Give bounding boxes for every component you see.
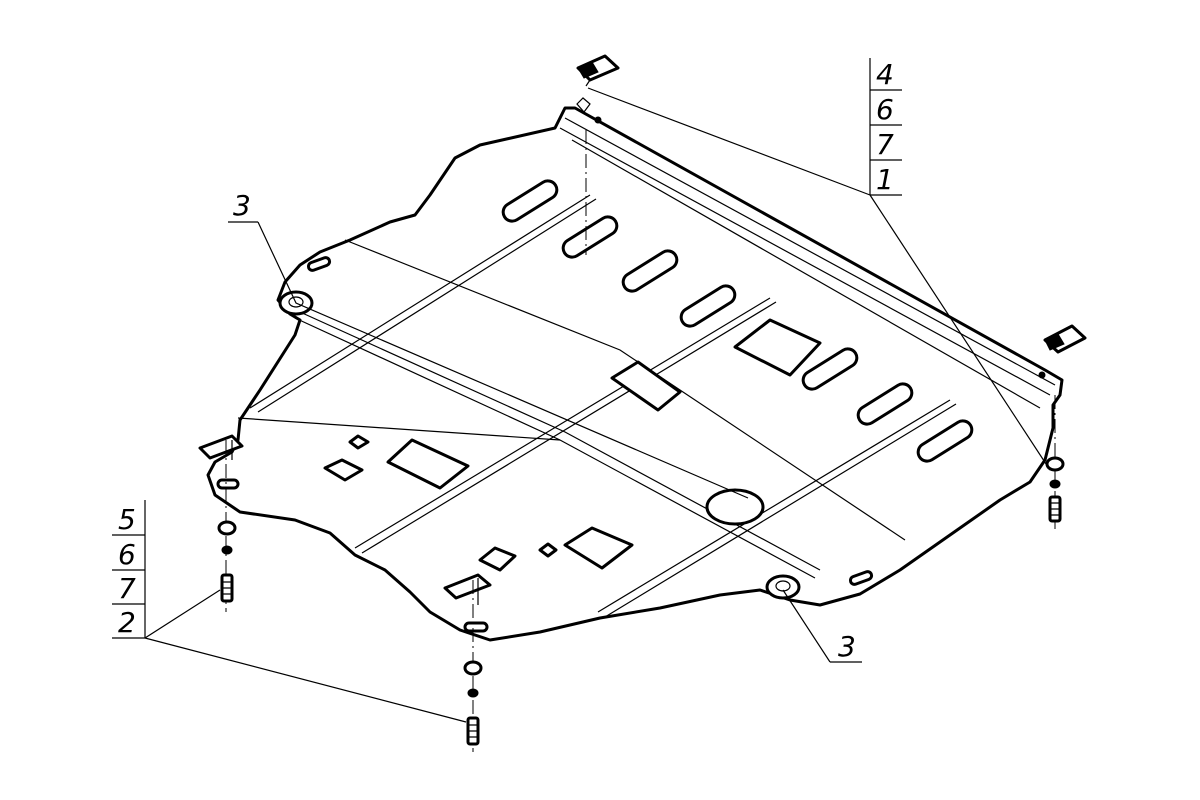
drain-hole	[705, 488, 765, 526]
small-square-b	[478, 546, 517, 572]
rear-flange-line-3	[571, 139, 1041, 409]
slot-7	[916, 419, 974, 463]
callout-lower-right: 3	[830, 630, 862, 663]
callout-label: 7	[118, 572, 136, 605]
rear-hole-left	[594, 116, 602, 124]
skid-plate	[206, 106, 1064, 642]
rib-3b	[604, 403, 957, 618]
square-cutout-rear	[733, 318, 822, 377]
rear-hole-right	[1038, 371, 1046, 379]
rear-clip-right	[1043, 324, 1087, 354]
nut-icon	[467, 688, 479, 698]
rib-2b	[361, 301, 777, 554]
slot-5	[801, 347, 859, 391]
nut-icon	[1049, 479, 1061, 489]
slot-6	[856, 382, 914, 426]
callout-label: 5	[118, 503, 136, 536]
tiny-square-a	[348, 434, 370, 450]
fold-line-middle-a	[294, 317, 816, 579]
slot-4	[679, 284, 737, 328]
rib-2a	[354, 297, 771, 549]
leader-top-right-to-fastener	[869, 194, 1051, 471]
rear-clip-left	[576, 54, 620, 113]
washer-icon	[1045, 456, 1065, 472]
callout-stack-top-right: 4 6 7 1	[869, 58, 902, 196]
washer-icon	[463, 660, 483, 676]
callout-label: 3	[233, 189, 251, 222]
leader-top-right-to-clip	[587, 87, 871, 196]
rear-flange-line-1	[559, 127, 1051, 396]
leader-left-stack-to-bolt1	[144, 589, 221, 639]
front-bracket-center	[443, 573, 492, 605]
edge-slot-front	[463, 621, 489, 633]
callout-upper-left: 3	[228, 189, 258, 223]
leader-upper-left-3	[257, 221, 749, 499]
leader-lines	[144, 87, 1051, 723]
fastener-stack-right	[1045, 456, 1065, 523]
callout-label: 4	[876, 58, 894, 91]
edge-slot-front-left	[216, 478, 240, 490]
rib-3a	[597, 399, 951, 613]
rib-1a	[249, 194, 591, 409]
rear-flange-line-2	[564, 117, 1056, 386]
plate-outline	[206, 106, 1064, 642]
front-bracket-left	[198, 434, 244, 460]
nut-icon	[221, 545, 233, 555]
edge-slot-left	[306, 256, 332, 272]
leader-lower-right-3	[782, 589, 831, 663]
slot-1	[501, 179, 559, 223]
callout-label: 3	[838, 630, 856, 663]
fastener-stack-front	[463, 660, 483, 746]
callout-label: 6	[118, 538, 136, 571]
slot-2	[561, 215, 619, 259]
square-cutout-left	[386, 438, 470, 490]
tiny-square-b	[538, 542, 558, 558]
mount-boss-right	[765, 574, 801, 600]
rib-1b	[257, 198, 597, 413]
fastener-stack-left	[217, 520, 237, 603]
fold-line-upper	[344, 239, 906, 541]
callout-label: 2	[118, 606, 136, 639]
callout-stack-left: 5 6 7 2	[112, 500, 146, 639]
callout-label: 1	[876, 163, 894, 196]
slot-3	[621, 249, 679, 293]
mount-boss-left-inner	[288, 296, 304, 308]
callout-label: 7	[876, 128, 894, 161]
fold-line-front	[237, 417, 561, 441]
callout-label: 6	[876, 93, 894, 126]
washer-icon	[217, 520, 237, 536]
square-cutout-front	[563, 526, 634, 570]
edge-slot-right	[848, 570, 874, 586]
small-square-a	[323, 458, 364, 482]
drain-tab	[610, 360, 682, 412]
leader-left-stack-to-bolt2	[144, 637, 467, 723]
